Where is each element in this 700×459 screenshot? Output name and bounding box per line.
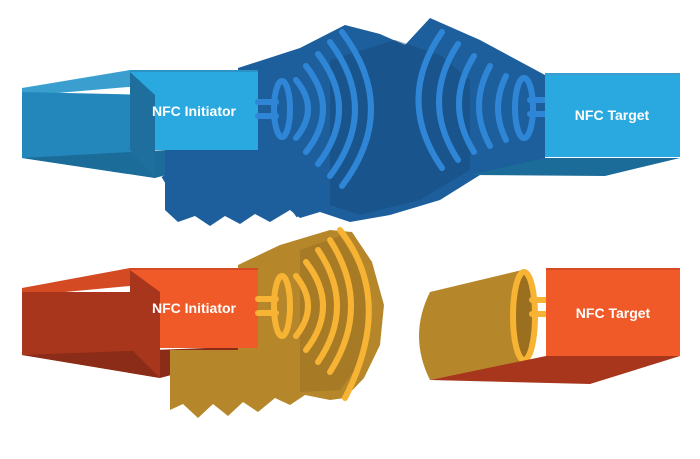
top-initiator-box-side [130,72,155,178]
bottom-initiator-wave [315,247,340,365]
bottom-initiator-box-side [130,270,160,378]
bottom-initiator-wave [327,237,354,375]
bottom-initiator-box: NFC Initiator [130,268,258,378]
bottom-target-cylinder [419,270,522,380]
top-initiator-wave [293,77,311,141]
bottom-pair: NFC Initiator NFC Tar [22,227,680,418]
top-target-label: NFC Target [575,107,650,123]
top-initiator-coil [271,78,293,140]
top-target-wave [495,73,509,143]
top-target-coil [512,75,536,141]
bottom-target-field [419,269,549,380]
top-initiator-wave [315,51,342,167]
bottom-initiator-label: NFC Initiator [152,300,237,316]
top-initiator-waves [255,29,374,189]
top-initiator-wave [327,39,358,179]
bottom-target-box-bottom [430,356,680,384]
bottom-field-rim [337,227,372,401]
top-target-wave [476,63,493,149]
top-target-box: NFC Target [470,73,680,176]
top-target-wave [415,29,445,171]
bottom-target-label: NFC Target [576,305,651,321]
bottom-initiator-wave [303,259,326,353]
bottom-target-box-front [546,270,680,356]
top-initiator-wave [339,29,374,189]
top-target-wave [436,41,461,163]
bottom-target-box: NFC Target [430,268,680,384]
top-target-waves [415,29,548,171]
top-target-box-bottom [470,158,680,176]
bottom-initiator-wave [293,273,311,339]
top-field-sawtooth [161,172,304,219]
bottom-initiator-coil [271,273,293,339]
top-pair: NFC Initiator [22,18,680,226]
top-initiator-label: NFC Initiator [152,103,237,119]
top-initiator-box: NFC Initiator [130,70,258,178]
top-target-wave [456,53,477,155]
top-initiator-wave [303,63,326,155]
bottom-target-cylinder-end [512,270,536,362]
bottom-initiator-waves [255,237,354,375]
top-target-box-front [545,75,680,157]
